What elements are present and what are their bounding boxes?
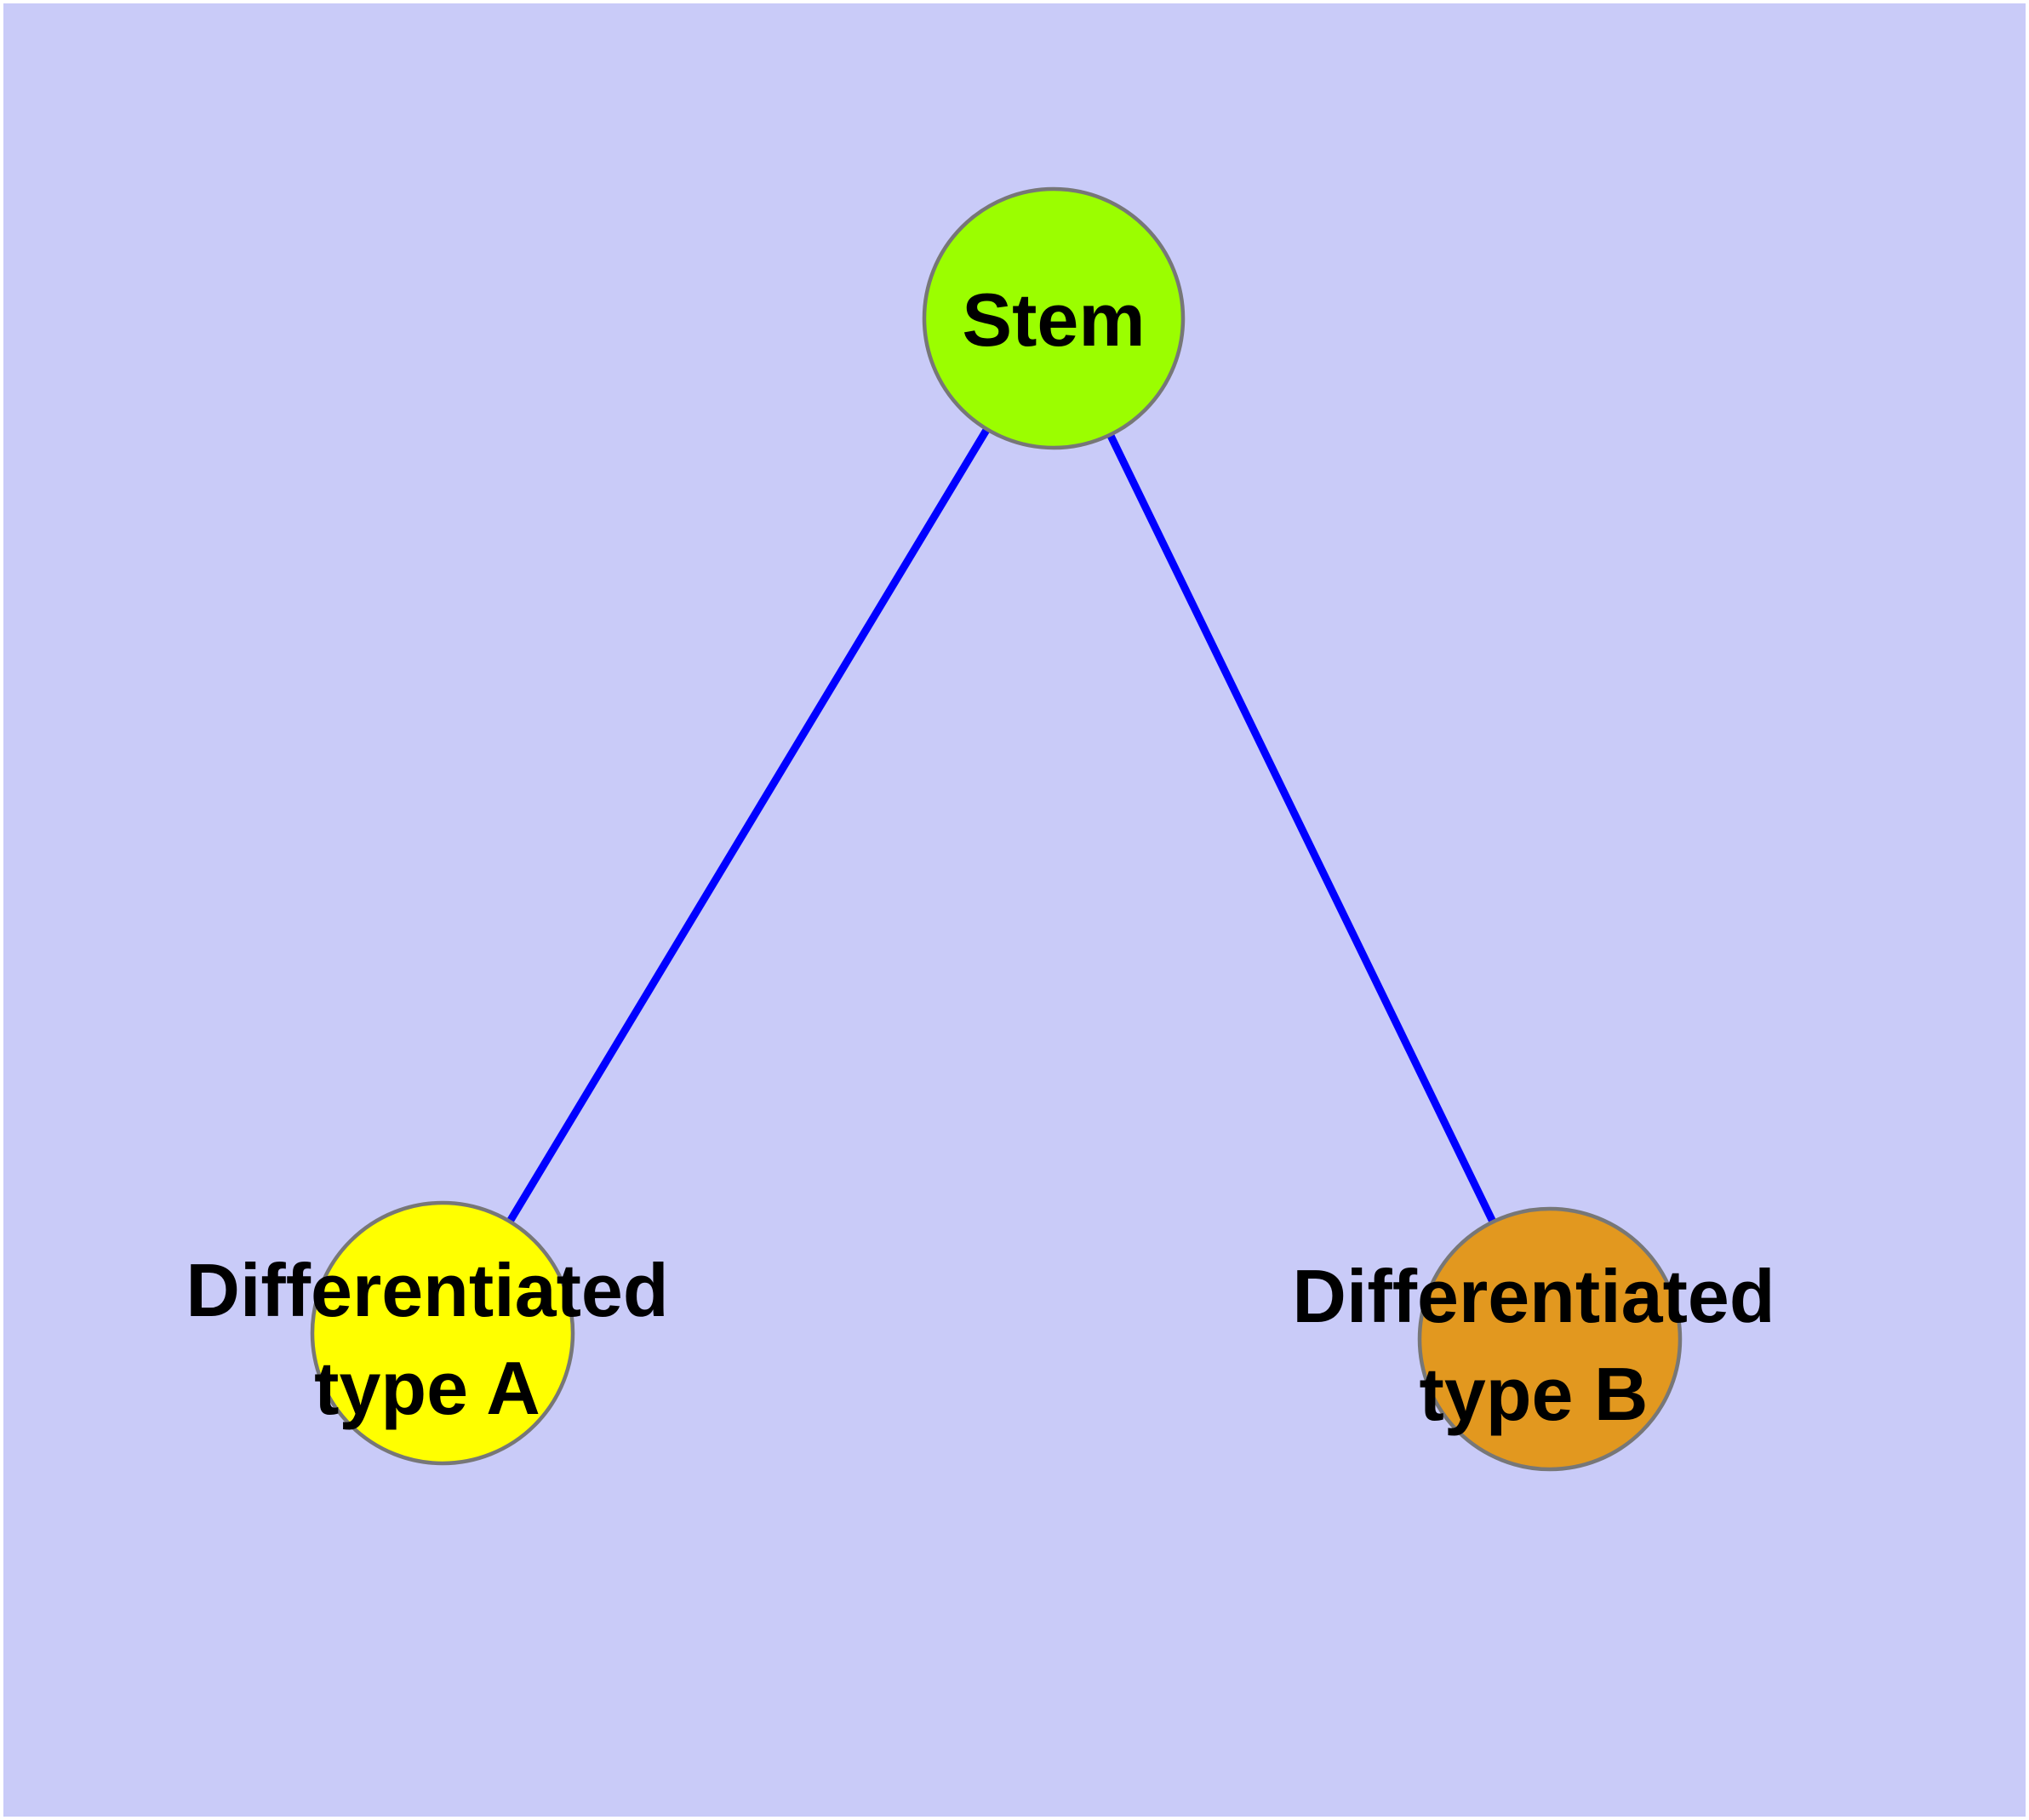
type-a-node-circle[interactable] bbox=[310, 1200, 575, 1466]
node-differentiated-type-a[interactable]: Differentiated type A bbox=[186, 1200, 669, 1466]
edge-layer bbox=[439, 316, 1554, 1341]
stem-node-circle[interactable] bbox=[922, 186, 1186, 450]
edge-stem-to-type-a[interactable] bbox=[439, 316, 1057, 1336]
node-differentiated-type-b[interactable]: Differentiated type B bbox=[1292, 1206, 1775, 1472]
stem-node-label: Stem bbox=[962, 278, 1145, 362]
node-stem[interactable]: Stem bbox=[922, 186, 1186, 450]
type-a-node-label-line1: Differentiated bbox=[186, 1248, 668, 1332]
edge-stem-to-type-b[interactable] bbox=[1049, 317, 1554, 1341]
type-b-node-label-line1: Differentiated bbox=[1292, 1254, 1775, 1338]
type-a-node-label-line2: type A bbox=[314, 1346, 540, 1430]
type-b-node-circle[interactable] bbox=[1417, 1206, 1683, 1472]
type-b-node-label-line2: type B bbox=[1420, 1352, 1649, 1436]
